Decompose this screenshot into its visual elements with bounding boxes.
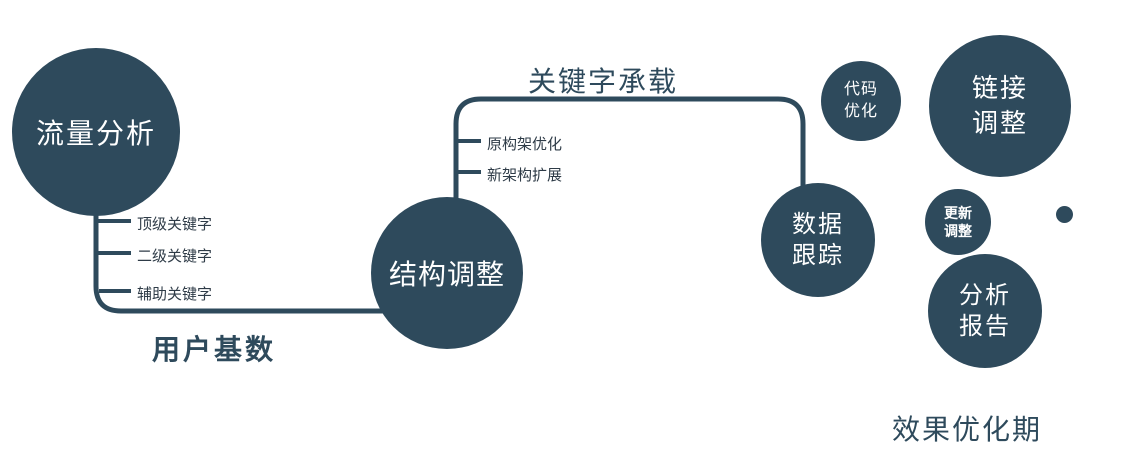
node-structure-adjust: 结构调整 — [371, 197, 523, 349]
tick-label-new-arch: 新架构扩展 — [487, 167, 563, 184]
node-traffic-analysis-label: 流量分析 — [35, 118, 156, 149]
edge-label-user-base: 用户基数 — [152, 334, 277, 365]
node-analysis-report: 分析 报告 — [928, 254, 1042, 368]
node-link-adjust-label-line1: 链接 — [971, 72, 1028, 103]
bullet-dot — [1056, 206, 1073, 223]
node-link-adjust: 链接 调整 — [929, 35, 1071, 177]
node-data-tracking: 数据 跟踪 — [761, 183, 875, 297]
node-update-adjust: 更新 调整 — [925, 189, 991, 255]
connector-structure-tracking — [453, 96, 806, 210]
node-update-adjust-label-line1: 更新 — [944, 204, 972, 221]
tick-label-aux-keyword: 辅助关键字 — [137, 286, 213, 303]
node-update-adjust-label-line2: 调整 — [944, 223, 972, 239]
footer-caption: 效果优化期 — [892, 414, 1043, 445]
edge-label-keyword-carry: 关键字承载 — [528, 66, 679, 97]
node-data-tracking-label-line2: 跟踪 — [792, 242, 844, 269]
tick-label-top-keyword: 顶级关键字 — [137, 216, 213, 233]
node-analysis-report-label-line2: 报告 — [959, 313, 1011, 340]
node-code-optimize-label-line2: 优化 — [843, 103, 878, 120]
node-structure-adjust-label: 结构调整 — [388, 259, 505, 290]
node-analysis-report-label-line1: 分析 — [959, 281, 1011, 309]
node-code-optimize-label-line1: 代码 — [843, 81, 878, 99]
node-link-adjust-label-line2: 调整 — [971, 108, 1028, 138]
tick-label-orig-arch: 原构架优化 — [487, 136, 563, 153]
node-data-tracking-label-line1: 数据 — [792, 210, 844, 238]
node-traffic-analysis: 流量分析 — [12, 48, 180, 216]
tick-label-second-keyword: 二级关键字 — [137, 248, 213, 265]
node-code-optimize: 代码 优化 — [821, 61, 901, 141]
